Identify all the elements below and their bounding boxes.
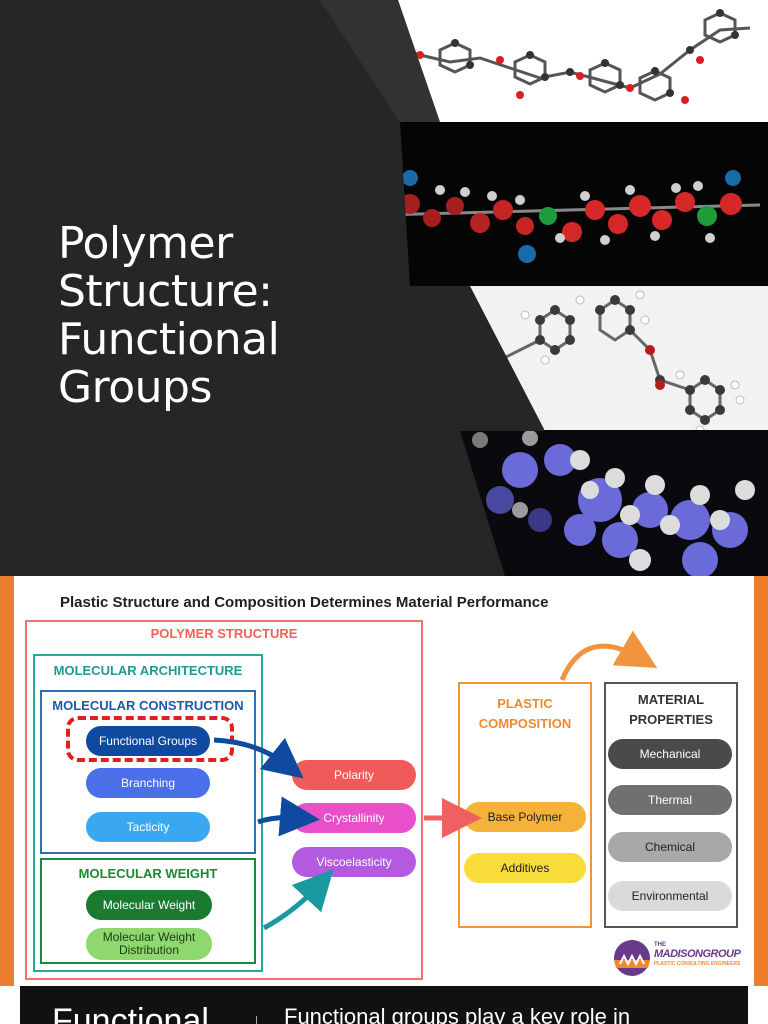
- slide3-heading: Functional: [52, 1002, 209, 1024]
- right-accent-bar: [754, 576, 768, 986]
- title-line: Structure:: [58, 266, 273, 317]
- title-line: Functional: [58, 314, 280, 365]
- plastic-composition-title: PLASTIC COMPOSITION: [478, 696, 572, 731]
- diagram-title: Plastic Structure and Composition Determ…: [60, 594, 549, 611]
- molecular-construction-title: MOLECULAR CONSTRUCTION: [52, 698, 244, 713]
- molecular-weight-title: MOLECULAR WEIGHT: [78, 866, 218, 881]
- pill-functional-groups: Functional Groups: [86, 726, 210, 756]
- title-slide: Polymer Structure: Functional Groups: [0, 0, 768, 576]
- diagram-slide: Plastic Structure and Composition Determ…: [0, 576, 768, 986]
- pill-viscoelasticity: Viscoelasticity: [292, 847, 416, 877]
- slide3-body-text: Functional groups play a key role in: [284, 1004, 631, 1024]
- pill-mechanical: Mechanical: [608, 739, 732, 769]
- molecular-weight-box: [40, 858, 256, 964]
- pill-tacticity: Tacticity: [86, 812, 210, 842]
- material-properties-title: MATERIAL PROPERTIES: [629, 692, 713, 727]
- logo-name: MADISONGROUP: [654, 948, 741, 960]
- madison-group-logo: THE MADISONGROUP PLASTIC CONSULTING ENGI…: [612, 938, 742, 978]
- logo-tagline: PLASTIC CONSULTING ENGINEERS: [654, 961, 741, 967]
- molecular-architecture-box: [33, 654, 263, 972]
- flow-arrows: [213, 630, 658, 931]
- pill-thermal: Thermal: [608, 785, 732, 815]
- molecular-construction-box: [40, 690, 256, 854]
- pill-molecular-weight: Molecular Weight: [86, 890, 212, 920]
- pill-base-polymer: Base Polymer: [464, 802, 586, 832]
- next-slide-preview: Functional Functional groups play a key …: [20, 986, 748, 1024]
- title-line: Polymer: [58, 218, 233, 269]
- madison-logo-icon: [614, 940, 650, 976]
- material-properties-box: [604, 682, 738, 928]
- logo-the: THE: [654, 942, 666, 948]
- slide-title: Polymer Structure: Functional Groups: [58, 220, 358, 412]
- pill-additives: Additives: [464, 853, 586, 883]
- pill-molecular-weight-distribution: Molecular Weight Distribution: [86, 928, 212, 960]
- molecular-architecture-title: MOLECULAR ARCHITECTURE: [53, 663, 243, 678]
- pill-branching: Branching: [86, 768, 210, 798]
- pill-chemical: Chemical: [608, 832, 732, 862]
- polymer-structure-box: [25, 620, 423, 980]
- pill-polarity: Polarity: [292, 760, 416, 790]
- left-accent-bar: [0, 576, 14, 986]
- highlight-dashed-box: [66, 716, 234, 762]
- polymer-structure-title: POLYMER STRUCTURE: [150, 626, 298, 641]
- pill-environmental: Environmental: [608, 881, 732, 911]
- slide3-divider: [256, 1016, 257, 1024]
- title-line: Groups: [58, 362, 212, 413]
- background-wedge: [320, 0, 440, 122]
